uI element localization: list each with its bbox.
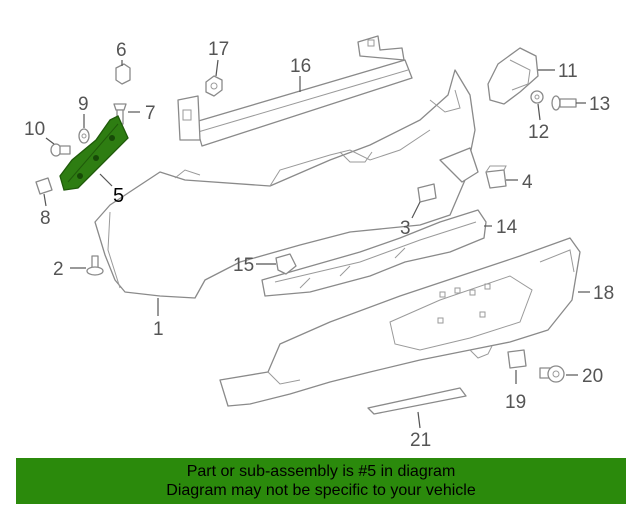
callout-20: 20 — [582, 366, 603, 387]
part-4-clip — [485, 165, 507, 189]
banner-line-2: Diagram may not be specific to your vehi… — [166, 482, 476, 499]
callout-4: 4 — [522, 172, 533, 193]
callout-13: 13 — [589, 94, 610, 115]
callout-9: 9 — [78, 94, 89, 115]
callout-3: 3 — [400, 218, 411, 239]
callout-15: 15 — [233, 255, 254, 276]
callout-17: 17 — [208, 39, 229, 60]
callout-18: 18 — [593, 283, 614, 304]
part-18-lower-fascia — [219, 237, 581, 407]
callout-5: 5 — [113, 185, 124, 207]
part-15-clip — [275, 253, 297, 275]
leader-lines — [43, 59, 590, 429]
part-17-nut — [205, 75, 223, 97]
part-11-bracket — [487, 47, 539, 105]
callout-numbers: 1 2 3 4 5 6 7 8 9 10 11 12 13 14 15 16 1… — [24, 39, 614, 451]
part-3-clip — [417, 183, 437, 203]
part-20-screw — [539, 365, 565, 383]
part-6-clip — [115, 63, 131, 85]
callout-7: 7 — [145, 103, 156, 124]
banner-line-1: Part or sub-assembly is #5 in diagram — [186, 463, 456, 480]
part-5-bracket-highlighted — [59, 115, 129, 191]
callout-16: 16 — [290, 56, 311, 77]
part-21-molding — [367, 387, 467, 415]
part-14-absorber — [261, 209, 487, 297]
callout-12: 12 — [528, 122, 549, 143]
part-10-bolt — [50, 143, 71, 157]
callout-21: 21 — [410, 430, 431, 451]
part-2-bolt — [86, 255, 104, 276]
callout-14: 14 — [496, 217, 518, 238]
callout-6: 6 — [116, 40, 127, 61]
bumper-fascia — [94, 69, 479, 299]
callout-10: 10 — [24, 119, 45, 140]
part-19-clip — [507, 349, 527, 369]
part-12-washer — [530, 90, 544, 104]
part-9-washer — [78, 128, 90, 144]
part-13-bolt — [551, 95, 577, 111]
parts-diagram: 1 2 3 4 5 6 7 8 9 10 11 12 13 14 15 16 1… — [24, 35, 614, 451]
part-8-clip — [35, 177, 53, 195]
info-banner: Part or sub-assembly is #5 in diagram Di… — [16, 458, 626, 504]
impact-bar — [177, 35, 413, 147]
callout-19: 19 — [505, 392, 526, 413]
callout-11: 11 — [558, 61, 578, 82]
callout-2: 2 — [53, 259, 64, 280]
callout-8: 8 — [40, 208, 51, 229]
callout-1: 1 — [153, 319, 164, 340]
